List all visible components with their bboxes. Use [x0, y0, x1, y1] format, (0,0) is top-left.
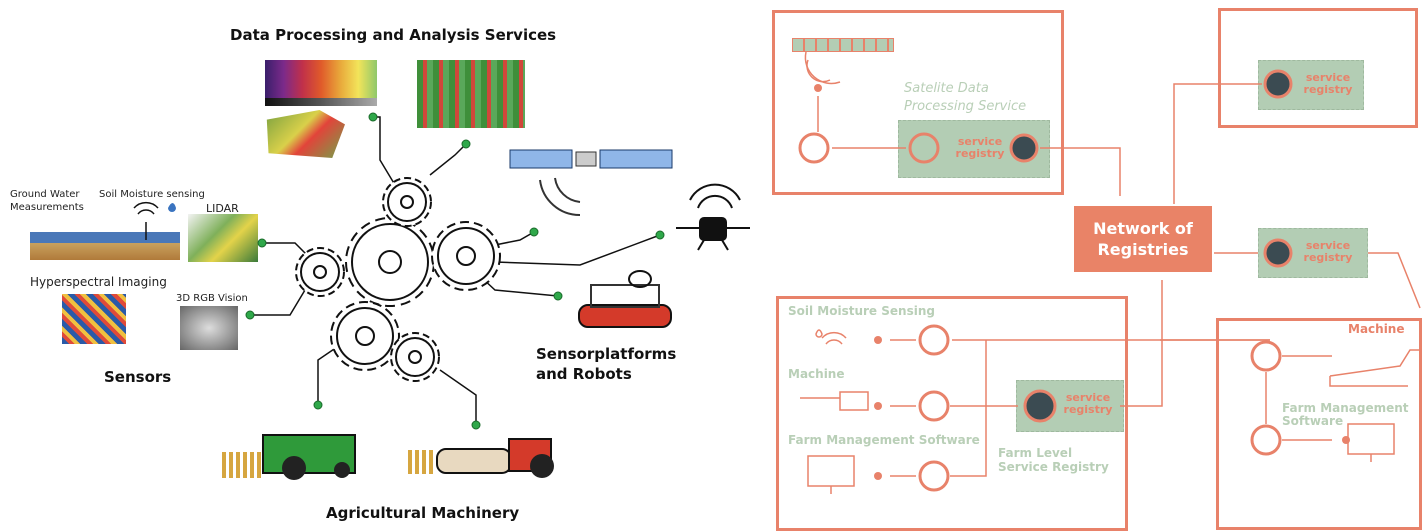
- crop-analysis-image: [417, 60, 525, 128]
- soil-moisture-label: Soil Moisture sensing: [99, 189, 205, 200]
- network-of-registries-box: [1074, 206, 1212, 272]
- drone-icon: [676, 183, 750, 251]
- machinery-title: Agricultural Machinery: [326, 504, 520, 522]
- drop-icon-right: [815, 329, 823, 338]
- farm-registry-label: service registry: [1063, 391, 1113, 416]
- gears-cluster: [295, 177, 501, 382]
- satellite-icon: [509, 149, 673, 217]
- computer-icon-left: [807, 455, 855, 487]
- soil-sensor-icon: [133, 201, 159, 240]
- network-label: Network of Registries: [1093, 219, 1193, 259]
- machine-node-circle: [918, 390, 950, 422]
- soil-node-circle: [918, 324, 950, 356]
- lidar-image: [188, 214, 258, 262]
- machine-right-label: Machine: [1348, 322, 1405, 336]
- farm-box: [776, 296, 1128, 531]
- tractor-icon-left: [800, 391, 869, 411]
- satellite-service-box: [772, 10, 1064, 195]
- farm-sw-node-circle: [918, 460, 950, 492]
- sensors-title: Sensors: [104, 368, 172, 386]
- tractor-sprayer-image: [408, 428, 568, 480]
- rgb-vision-image: [180, 306, 238, 350]
- farm-mgmt-right-label: Farm Management Software: [1282, 401, 1409, 428]
- robot-platform-image: [578, 270, 672, 328]
- middle-right-registry-label: service registry: [1303, 239, 1353, 264]
- satellite-node-circle: [798, 132, 830, 164]
- spectral-chart-image: [265, 60, 377, 98]
- top-right-registry-label: service registry: [1303, 71, 1353, 96]
- spectral-scale-image: [265, 98, 377, 106]
- data-processing-title: Data Processing and Analysis Services: [230, 26, 557, 44]
- farm-mgmt-sw-label: Farm Management Software: [788, 433, 980, 447]
- rgb-vision-label: 3D RGB Vision: [176, 293, 248, 304]
- satellite-service-label: Satelite Data Processing Service: [904, 81, 1027, 114]
- machine-left-label: Machine: [788, 367, 845, 381]
- harvester-image: [222, 416, 382, 480]
- farm-level-label: Farm Level Service Registry: [998, 446, 1109, 474]
- bottom-right-box: [1216, 318, 1422, 530]
- satellite-registry-label: service registry: [955, 135, 1005, 160]
- top-right-box: [1218, 8, 1418, 128]
- farm-sw-right-node-circle: [1250, 424, 1282, 456]
- lidar-label: LIDAR: [206, 202, 239, 215]
- field-map-image: [266, 110, 345, 158]
- computer-icon-right: [1347, 423, 1395, 455]
- hyperspectral-label: Hyperspectral Imaging: [30, 275, 167, 289]
- machine-right-node-circle: [1250, 340, 1282, 372]
- ground-water-label: Ground Water Measurements: [10, 189, 84, 213]
- sensorplatforms-title: Sensorplatforms and Robots: [536, 345, 677, 383]
- ground-water-image: [30, 232, 180, 260]
- water-drop-icon: [168, 203, 176, 212]
- harvester-icon-right: [1329, 349, 1420, 387]
- soil-moisture-sensing-label: Soil Moisture Sensing: [788, 304, 935, 318]
- satellite-service-circle: [908, 132, 940, 164]
- hyperspectral-image: [62, 294, 126, 344]
- satellite-icon-right: [792, 38, 894, 52]
